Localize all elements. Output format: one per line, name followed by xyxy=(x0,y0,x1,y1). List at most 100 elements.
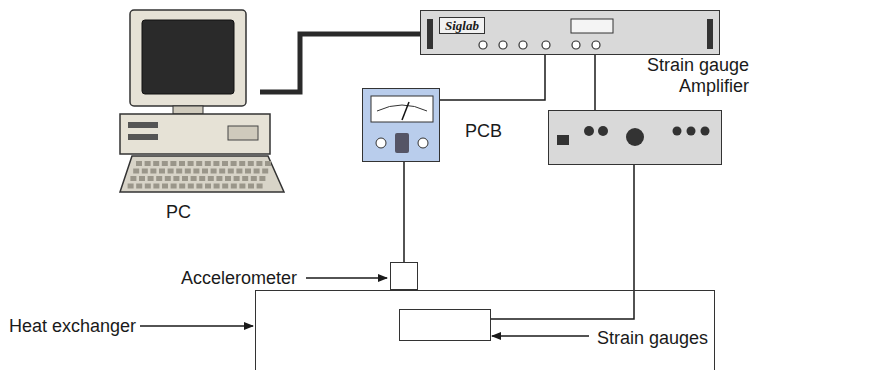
key xyxy=(182,176,188,181)
key xyxy=(136,184,142,189)
key xyxy=(185,169,191,174)
key xyxy=(153,161,159,166)
handle xyxy=(427,19,433,49)
computer-illustration xyxy=(118,8,290,198)
key xyxy=(150,169,156,174)
key xyxy=(196,161,202,166)
key xyxy=(256,161,262,166)
connector-knob xyxy=(592,41,600,49)
key xyxy=(176,169,182,174)
key xyxy=(139,176,145,181)
key xyxy=(179,184,185,189)
socket xyxy=(418,138,428,148)
connector-knob xyxy=(479,41,487,49)
knob xyxy=(673,127,682,136)
drive-slot xyxy=(128,122,158,128)
meter-scale xyxy=(377,105,427,111)
key xyxy=(171,184,177,189)
signal-wire xyxy=(491,165,634,319)
key xyxy=(225,176,231,181)
leader-arrow xyxy=(492,335,589,337)
handle xyxy=(707,19,713,49)
drive-slot xyxy=(128,134,158,140)
key xyxy=(254,169,260,174)
key xyxy=(128,184,134,189)
key xyxy=(248,161,254,166)
key xyxy=(165,176,171,181)
signal-wire xyxy=(403,162,405,262)
computer: PC xyxy=(118,8,290,198)
key xyxy=(262,169,268,174)
knob xyxy=(598,126,608,136)
key xyxy=(191,176,197,181)
key xyxy=(211,169,217,174)
key xyxy=(222,184,228,189)
key xyxy=(162,184,168,189)
key xyxy=(234,176,240,181)
key xyxy=(242,176,248,181)
key xyxy=(222,161,228,166)
key xyxy=(136,161,142,166)
key xyxy=(213,161,219,166)
key xyxy=(170,161,176,166)
knob xyxy=(626,128,644,146)
key xyxy=(173,176,179,181)
node-label: PC xyxy=(166,202,191,223)
pcb-meter xyxy=(363,89,441,163)
key xyxy=(214,184,220,189)
key xyxy=(196,184,202,189)
signal-wire xyxy=(440,55,545,100)
monitor xyxy=(130,10,246,106)
socket xyxy=(376,138,386,148)
meter-window xyxy=(371,96,433,122)
panel xyxy=(228,126,258,140)
connector-knob xyxy=(519,41,527,49)
key xyxy=(205,161,211,166)
signal-wire xyxy=(594,55,596,110)
accelerometer-box: Accelerometer xyxy=(390,262,418,290)
pcb-conditioner: PCB xyxy=(362,88,440,162)
key xyxy=(245,169,251,174)
leader-arrow xyxy=(306,277,387,279)
heat-exchanger-box: Heat exchangerStrain gauges xyxy=(255,290,715,370)
key xyxy=(231,184,237,189)
node-label: Siglab xyxy=(439,17,485,34)
key xyxy=(239,184,245,189)
key xyxy=(228,169,234,174)
knob xyxy=(584,126,594,136)
node-label: Heat exchanger xyxy=(9,316,136,337)
key xyxy=(193,169,199,174)
key xyxy=(259,176,265,181)
connector-knob xyxy=(542,41,550,49)
leader-arrow xyxy=(140,325,253,327)
siglab-unit: Siglab xyxy=(420,10,720,55)
key xyxy=(188,161,194,166)
key xyxy=(188,184,194,189)
key xyxy=(159,169,165,174)
key xyxy=(199,176,205,181)
connector-knob xyxy=(572,41,580,49)
key xyxy=(133,169,139,174)
key xyxy=(216,176,222,181)
node-label: Strain gauges xyxy=(597,328,708,349)
data-cable xyxy=(260,34,420,92)
key xyxy=(130,176,136,181)
knob xyxy=(687,127,696,136)
monitor-stand xyxy=(173,106,203,114)
amplifier-front xyxy=(549,111,723,166)
screen xyxy=(142,20,234,94)
key xyxy=(145,161,151,166)
key xyxy=(205,184,211,189)
key xyxy=(202,169,208,174)
key xyxy=(148,176,154,181)
key xyxy=(231,161,237,166)
amplifier-box: Strain gauge Amplifier xyxy=(548,110,722,165)
needle xyxy=(402,102,409,120)
key xyxy=(257,184,263,189)
connector-knob xyxy=(499,41,507,49)
key xyxy=(142,169,148,174)
key xyxy=(248,184,254,189)
switch xyxy=(557,135,569,145)
